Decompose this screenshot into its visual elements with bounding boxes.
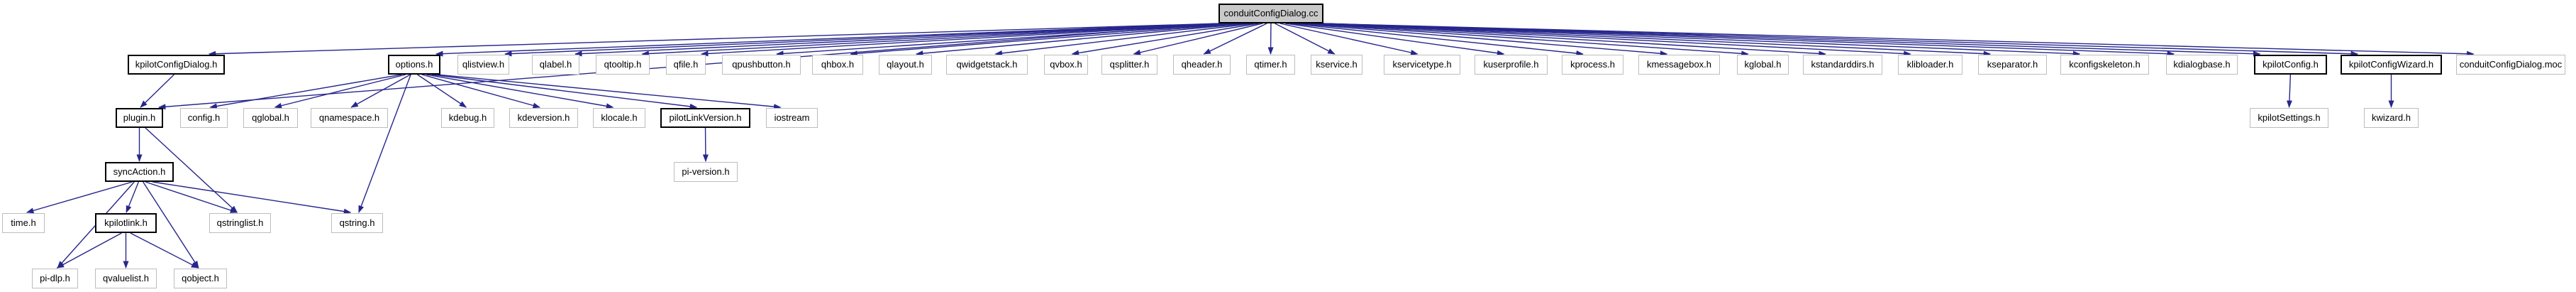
include-edge — [915, 23, 1250, 57]
include-edge — [1203, 23, 1267, 55]
graph-node-qtooltip-h: qtooltip.h — [596, 55, 650, 75]
graph-node-pilotlinkversion-h[interactable]: pilotLinkVersion.h — [660, 108, 750, 128]
include-edge — [435, 23, 1223, 57]
graph-node-kpilotlink-h[interactable]: kpilotlink.h — [95, 213, 157, 233]
graph-node-iostream: iostream — [766, 108, 818, 128]
include-edge — [421, 74, 540, 109]
graph-node-kpilotconfigwizard-h[interactable]: kpilotConfigWizard.h — [2341, 55, 2442, 75]
graph-node-klocale-h: klocale.h — [593, 108, 645, 128]
include-edge — [1290, 23, 1584, 56]
graph-node-qvbox-h: qvbox.h — [1044, 55, 1088, 75]
include-edge — [1319, 23, 2475, 57]
graph-node-qfile-h: qfile.h — [666, 55, 706, 75]
graph-node-kmessagebox-h: kmessagebox.h — [1638, 55, 1720, 75]
graph-node-config-h: config.h — [180, 108, 228, 128]
graph-node-qpushbutton-h: qpushbutton.h — [722, 55, 801, 75]
graph-node-qhbox-h: qhbox.h — [812, 55, 863, 75]
include-edge — [208, 23, 1223, 57]
include-edge — [274, 74, 406, 109]
graph-node-pi-dlp-h: pi-dlp.h — [32, 269, 78, 288]
graph-node-qlayout-h: qlayout.h — [879, 55, 932, 75]
include-edge — [209, 74, 402, 109]
graph-node-qsplitter-h: qsplitter.h — [1101, 55, 1157, 75]
graph-node-klibloader-h: klibloader.h — [1898, 55, 1962, 75]
include-edge — [143, 181, 199, 269]
include-edge — [1300, 23, 1749, 57]
graph-node-qlabel-h: qlabel.h — [532, 55, 579, 75]
graph-node-kdebug-h: kdebug.h — [441, 108, 494, 128]
graph-node-kprocess-h: kprocess.h — [1562, 55, 1623, 75]
graph-node-options-h[interactable]: options.h — [388, 55, 440, 75]
include-edge — [701, 23, 1236, 57]
graph-node-qstringlist-h: qstringlist.h — [209, 213, 271, 233]
graph-node-qnamespace-h: qnamespace.h — [311, 108, 388, 128]
include-edge — [1315, 23, 1992, 57]
graph-node-pi-version-h: pi-version.h — [674, 162, 738, 182]
include-edge — [145, 181, 238, 213]
include-edge — [2286, 74, 2292, 108]
graph-node-kglobal-h: kglobal.h — [1737, 55, 1789, 75]
include-edge — [56, 232, 122, 269]
include-edge — [126, 181, 140, 213]
include-edge — [350, 74, 411, 108]
graph-node-qglobal-h: qglobal.h — [243, 108, 298, 128]
graph-node-qobject-h: qobject.h — [174, 269, 227, 288]
graph-node-conduitconfigdialog-moc: conduitConfigDialog.moc — [2456, 55, 2565, 75]
graph-node-kstandarddirs-h: kstandarddirs.h — [1803, 55, 1882, 75]
graph-node-qstring-h: qstring.h — [331, 213, 383, 233]
include-edge — [1071, 23, 1259, 56]
include-edge — [417, 74, 467, 108]
include-edge — [574, 23, 1228, 57]
graph-node-kpilotsettings-h: kpilotSettings.h — [2250, 108, 2328, 128]
include-edge — [26, 181, 133, 214]
include-edge — [130, 232, 199, 269]
graph-node-qheader-h: qheader.h — [1173, 55, 1231, 75]
include-edge — [504, 23, 1224, 57]
include-edge — [431, 74, 698, 109]
include-edge — [1319, 23, 2081, 57]
include-edge — [140, 74, 174, 108]
graph-node-qlistview-h: qlistview.h — [457, 55, 509, 75]
include-edge — [1275, 23, 1336, 55]
include-edge — [1133, 23, 1263, 55]
graph-node-syncaction-h[interactable]: syncAction.h — [105, 162, 174, 182]
graph-node-kpilotconfigdialog-h[interactable]: kpilotConfigDialog.h — [128, 55, 225, 75]
include-edge — [426, 74, 614, 109]
graph-node-qtimer-h: qtimer.h — [1246, 55, 1295, 75]
graph-node-qwidgetstack-h: qwidgetstack.h — [946, 55, 1028, 75]
graph-node-kservice-h: kservice.h — [1311, 55, 1362, 75]
include-edge — [1319, 23, 2359, 57]
graph-node-kconfigskeleton-h: kconfigskeleton.h — [2060, 55, 2149, 75]
graph-node-plugin-h[interactable]: plugin.h — [116, 108, 163, 128]
include-edge — [776, 23, 1240, 57]
include-edge — [1305, 23, 1826, 57]
include-edge — [1310, 23, 1911, 57]
graph-node-kseparator-h: kseparator.h — [1978, 55, 2047, 75]
include-edge — [1285, 23, 1505, 56]
graph-node-kwizard-h: kwizard.h — [2364, 108, 2419, 128]
graph-node-time-h: time.h — [2, 213, 45, 233]
graph-node-conduitconfigdialog-cc[interactable]: conduitConfigDialog.cc — [1218, 4, 1323, 23]
include-edge — [152, 181, 352, 215]
include-edge — [994, 23, 1255, 56]
graph-node-kservicetype-h: kservicetype.h — [1384, 55, 1460, 75]
include-edge — [1279, 23, 1419, 55]
include-edge — [358, 74, 411, 213]
graph-node-kpilotconfig-h[interactable]: kpilotConfig.h — [2254, 55, 2327, 75]
graph-node-kuserprofile-h: kuserprofile.h — [1475, 55, 1548, 75]
graph-node-kdeversion-h: kdeversion.h — [509, 108, 578, 128]
include-edge — [1295, 23, 1668, 57]
graph-node-kdialogbase-h: kdialogbase.h — [2166, 55, 2238, 75]
include-edge — [145, 127, 238, 213]
include-edge — [436, 74, 782, 110]
include-edge — [850, 23, 1245, 57]
graph-node-qvaluelist-h: qvaluelist.h — [95, 269, 157, 288]
include-edge — [641, 23, 1233, 57]
